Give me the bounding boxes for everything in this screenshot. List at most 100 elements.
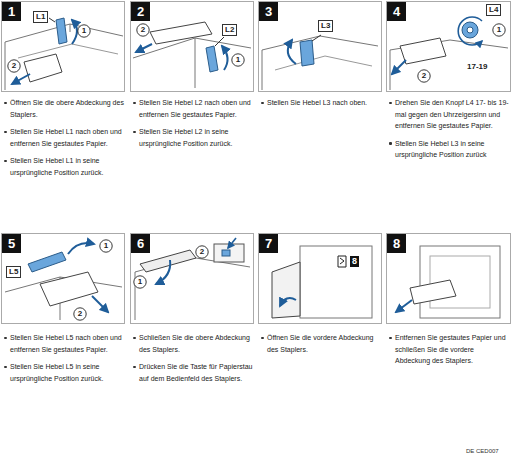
motion-arrow (392, 60, 406, 74)
callout-number: 2 (141, 25, 145, 35)
step-number-text: 7 (265, 236, 272, 251)
knob-hub (467, 27, 473, 33)
jammed-paper (400, 38, 446, 64)
callout-ring (137, 24, 149, 36)
leader-line (312, 35, 321, 41)
stapler-sketch (396, 246, 500, 318)
step-text-column: Drehen Sie den Knopf L4 17- bis 19-mal g… (388, 97, 510, 167)
step-instruction: Öffnen Sie die vordere Abdeckung des Sta… (260, 332, 382, 355)
step-instruction: Stellen Sie Hebel L3 nach oben. (260, 97, 382, 109)
step-text-column: Entfernen Sie gestautes Papier und schli… (388, 332, 510, 373)
jam-icon (340, 258, 344, 264)
step-number: 8 (387, 234, 406, 253)
callout-ring (232, 54, 244, 66)
stapler-sketch (5, 18, 123, 90)
callout-ring (100, 240, 112, 252)
rotation-arrow (458, 17, 482, 45)
panel-frame (259, 234, 382, 324)
panel-frames (2, 2, 511, 324)
jam-symbol: 8 (350, 256, 359, 267)
callout-number: 2 (200, 247, 204, 257)
step-instruction: Stellen Sie Hebel L2 in seine ursprüngli… (132, 126, 254, 149)
leader-line (215, 37, 224, 46)
motion-arrow (136, 44, 152, 52)
step-number: 3 (259, 2, 278, 21)
turn-count: 17-19 (466, 62, 488, 72)
callout-ring (493, 24, 505, 36)
front-cover (272, 262, 300, 318)
jammed-paper (24, 54, 62, 82)
housing-line (133, 38, 251, 88)
jammed-paper (40, 272, 98, 306)
step-number-text: 1 (8, 4, 15, 19)
motion-arrow (396, 300, 412, 312)
step-text-column: Stellen Sie Hebel L2 nach oben und entfe… (132, 97, 254, 155)
step-instruction: Stellen Sie Hebel L1 in seine ursprüngli… (3, 155, 125, 178)
callout-number: 2 (422, 71, 426, 81)
lever (56, 18, 67, 44)
lever-label: L4 (486, 4, 501, 16)
panel-frame (259, 2, 382, 92)
stapler-front (300, 246, 372, 318)
step-instruction: Stellen Sie Hebel L3 in seine ursprüngli… (388, 138, 510, 161)
stapler-sketch (135, 238, 250, 320)
step-number-text: 3 (265, 4, 272, 19)
lever-label: L3 (318, 20, 333, 32)
callout-number: 2 (12, 61, 16, 71)
stapler-sketch (272, 246, 372, 318)
callout-ring (134, 276, 146, 288)
jammed-paper (410, 280, 456, 304)
knob (462, 22, 478, 38)
lever-label: L1 (33, 11, 48, 23)
step-number-text: 5 (8, 236, 15, 251)
callout-number: 1 (82, 26, 86, 36)
lever-label: L2 (222, 24, 237, 36)
panel-frame (387, 234, 511, 324)
motion-arrow (280, 298, 296, 306)
stapler-sketch (390, 17, 508, 90)
step-number: 7 (259, 234, 278, 253)
step-number-text: 6 (137, 236, 144, 251)
callout-ring (8, 60, 20, 72)
callout-number: 1 (104, 241, 108, 251)
step-number: 2 (131, 2, 150, 21)
step-instruction: Stellen Sie Hebel L1 nach oben und entfe… (3, 126, 125, 149)
step-number: 6 (131, 234, 150, 253)
housing-line (18, 44, 118, 58)
callout-number: 1 (497, 25, 501, 35)
step-instruction: Stellen Sie Hebel L5 nach oben und entfe… (3, 332, 125, 355)
lever (28, 252, 66, 272)
step-number: 4 (387, 2, 406, 21)
step-number-text: 4 (393, 4, 400, 19)
step-text-column: Stellen Sie Hebel L5 nach oben und entfe… (3, 332, 125, 390)
jammed-paper (150, 22, 212, 44)
motion-arrow (12, 74, 30, 84)
step-instruction: Entfernen Sie gestautes Papier und schli… (388, 332, 510, 367)
jam-key (222, 250, 230, 256)
step-instruction: Drücken Sie die Taste für Papierstau auf… (132, 361, 254, 384)
panel-frame (2, 2, 125, 92)
motion-arrow (92, 296, 108, 312)
stapler-sketch (5, 243, 122, 320)
callout-number: 2 (78, 309, 82, 319)
callout-number: 1 (236, 55, 240, 65)
step-instruction: Öffnen Sie die obere Abdeckung des Stapl… (3, 97, 125, 120)
step-text-column: Öffnen Sie die obere Abdeckung des Stapl… (3, 97, 125, 184)
lever (300, 40, 314, 66)
panel-frame (131, 2, 254, 92)
step-instruction: Stellen Sie Hebel L5 in seine ursprüngli… (3, 361, 125, 384)
step-text-column: Öffnen Sie die vordere Abdeckung des Sta… (260, 332, 382, 361)
motion-arrow (288, 40, 296, 64)
motion-arrow (72, 20, 77, 44)
callout-ring (78, 25, 90, 37)
step-text-column: Schließen Sie die obere Abdeckung des St… (132, 332, 254, 390)
motion-arrow (156, 260, 170, 284)
step-number-text: 2 (137, 4, 144, 19)
step-instruction: Drehen Sie den Knopf L4 17- bis 19-mal g… (388, 97, 510, 132)
step-number: 1 (2, 2, 21, 21)
callout-number: 1 (138, 277, 142, 287)
callout-ring (418, 70, 430, 82)
panel-frame (387, 2, 511, 92)
